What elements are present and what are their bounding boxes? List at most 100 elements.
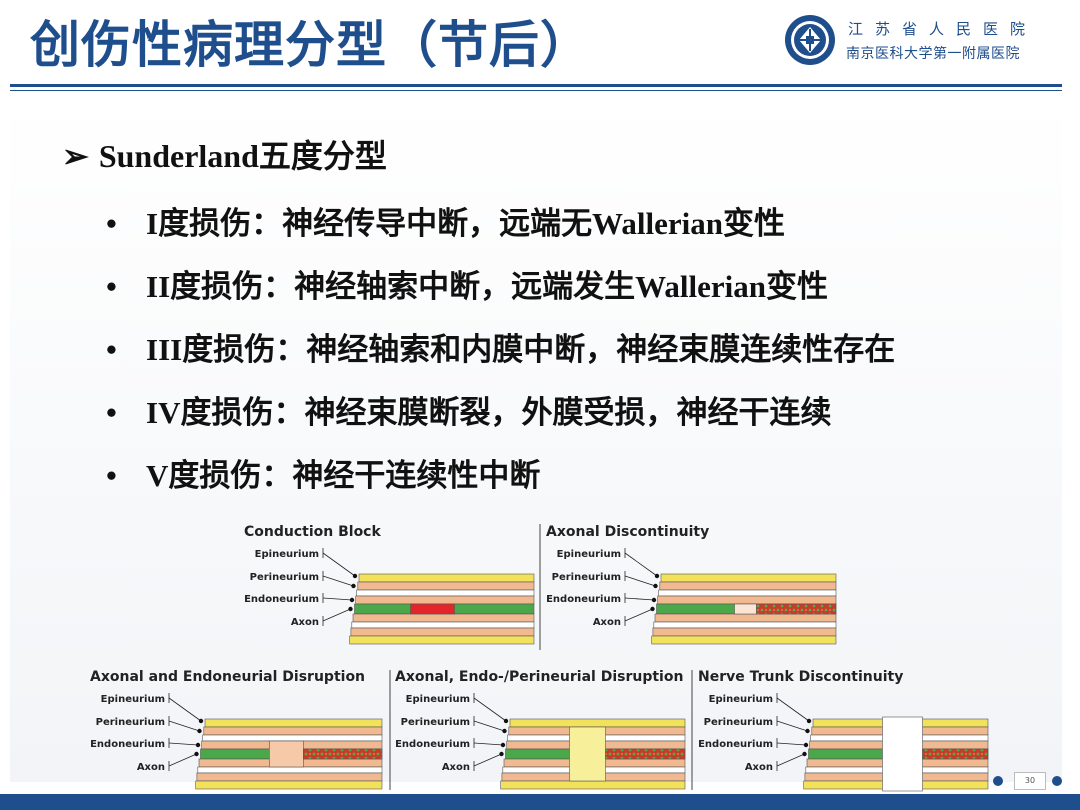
diagram-label: Axon: [291, 617, 319, 628]
leader-dot: [351, 583, 356, 589]
hospital-affiliation: 南京医科大学第一附属医院: [846, 46, 1020, 62]
leader-line: [168, 720, 200, 732]
diagram-title: Conduction Block: [244, 524, 381, 540]
leader-dot: [503, 718, 509, 724]
diagram-label: Perineurium: [96, 717, 165, 728]
diagram-label: Endoneurium: [395, 739, 470, 750]
list-item: • II度损伤：神经轴索中断，远端发生Wallerian变性: [106, 261, 895, 324]
footer-bar: [0, 794, 1080, 810]
leader-line: [322, 575, 354, 587]
wallerian-degeneration-segment: [605, 748, 686, 760]
endoneurium-lower-layer: [654, 613, 837, 623]
leader-dot: [806, 718, 812, 724]
wallerian-degeneration-segment: [303, 748, 383, 760]
list-item: •V度损伤：神经干连续性中断: [106, 450, 895, 513]
epineurium-layer: [660, 573, 837, 583]
gap-lower-layer: [351, 621, 535, 629]
leader-dot: [651, 597, 657, 603]
perineurium-lower-layer: [350, 627, 535, 637]
diagram-label: Epineurium: [101, 694, 165, 705]
arrow-bullet-icon: ➢: [62, 138, 89, 174]
leader-line: [624, 575, 656, 587]
epineurium-layer: [509, 718, 686, 728]
leader-line: [473, 742, 504, 746]
diagram-label: Axon: [593, 617, 621, 628]
leader-line: [473, 720, 505, 732]
bullet-dot: •: [106, 269, 117, 304]
grade-list: • I度损伤：神经传导中断，远端无Wallerian变性 • II度损伤：神经轴索中…: [106, 198, 895, 513]
diagram-label: Axon: [745, 762, 773, 773]
diagram-title: Axonal and Endoneurial Disruption: [90, 669, 365, 685]
perineurium-lower-layer: [652, 627, 837, 637]
leader-dot: [352, 573, 358, 579]
header-rule-thin: [10, 90, 1062, 91]
list-item: •IV度损伤：神经束膜断裂，外膜受损，神经干连续: [106, 387, 895, 450]
diagram-label: Epineurium: [255, 549, 319, 560]
circle-dot-icon[interactable]: [1052, 776, 1062, 786]
leader-dot: [195, 742, 201, 748]
gap-layer: [658, 589, 837, 597]
leader-line: [322, 597, 353, 601]
diagram-title: Axonal Discontinuity: [546, 524, 709, 540]
gap-layer: [202, 734, 383, 742]
leader-line: [776, 742, 807, 746]
diagram-title: Nerve Trunk Discontinuity: [698, 669, 903, 685]
list-item-text: V度损伤：神经干连续性中断: [146, 458, 541, 493]
diagram-label: Epineurium: [406, 694, 470, 705]
content-background: [10, 92, 1062, 782]
diagram-label: Perineurium: [704, 717, 773, 728]
diagram-label: Perineurium: [250, 572, 319, 583]
leader-dot: [500, 742, 506, 748]
axon-gap-segment: [734, 603, 757, 615]
gap-layer: [356, 589, 535, 597]
leader-line: [168, 742, 199, 746]
diagram-label: Endoneurium: [244, 594, 319, 605]
diagram-label: Axon: [442, 762, 470, 773]
leader-dot: [348, 606, 353, 612]
epineurium-layer: [204, 718, 383, 728]
trunk-gap: [882, 716, 923, 792]
diagram-label: Perineurium: [401, 717, 470, 728]
epineurium-layer: [358, 573, 535, 583]
gap-lower-layer: [197, 766, 383, 774]
leader-line: [168, 753, 197, 767]
endoneurial-gap: [269, 740, 304, 768]
leader-line: [322, 608, 351, 622]
leader-line: [624, 608, 653, 622]
leader-line: [776, 720, 808, 732]
list-item-text: I度损伤：神经传导中断，远端无Wallerian变性: [146, 206, 785, 241]
leader-dot: [198, 718, 204, 724]
list-item-text: II度损伤：神经轴索中断，远端发生Wallerian变性: [146, 269, 829, 304]
diagram-label: Axon: [137, 762, 165, 773]
leader-line: [624, 552, 658, 577]
leader-dot: [349, 597, 355, 603]
perineurium-layer: [357, 581, 535, 591]
perineurium-layer: [659, 581, 837, 591]
wallerian-degeneration-segment: [756, 603, 837, 615]
epineurium-lower-layer: [349, 635, 535, 645]
leader-dot: [805, 728, 810, 734]
gap-lower-layer: [653, 621, 837, 629]
list-item-text: III度损伤：神经轴索和内膜中断，神经束膜连续性存在: [146, 332, 896, 367]
leader-dot: [802, 751, 807, 757]
page-title: 创伤性病理分型（节后）: [30, 16, 591, 74]
conduction-block-segment: [410, 603, 455, 615]
perineurial-gap: [569, 726, 606, 782]
page-number: 30: [1014, 772, 1046, 790]
circle-dot-icon[interactable]: [993, 776, 1003, 786]
epineurium-lower-layer: [195, 780, 383, 790]
perineurium-lower-layer: [196, 772, 383, 782]
leader-dot: [499, 751, 504, 757]
diagram-label: Epineurium: [557, 549, 621, 560]
leader-dot: [194, 751, 199, 757]
leader-dot: [197, 728, 202, 734]
leader-dot: [502, 728, 507, 734]
leader-line: [322, 552, 356, 577]
list-item-text: IV度损伤：神经束膜断裂，外膜受损，神经干连续: [146, 395, 832, 430]
epineurium-lower-layer: [500, 780, 686, 790]
leader-dot: [654, 573, 660, 579]
leader-dot: [650, 606, 655, 612]
wallerian-degeneration-segment: [922, 748, 989, 760]
